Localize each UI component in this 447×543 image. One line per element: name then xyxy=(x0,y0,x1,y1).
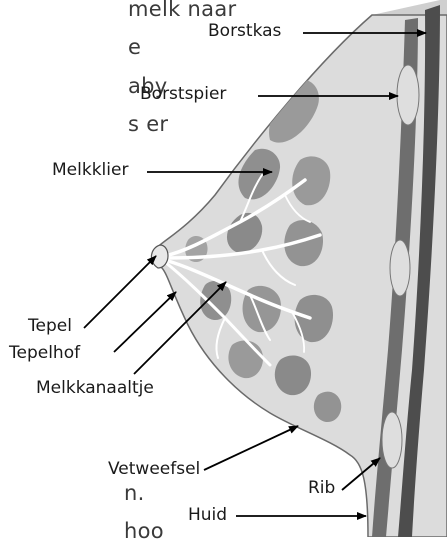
label-tepel: Tepel xyxy=(28,316,72,336)
arrow-tepel xyxy=(84,256,156,328)
label-borstspier: Borstspier xyxy=(140,84,226,104)
rib-3 xyxy=(382,412,402,468)
label-melkklier: Melkklier xyxy=(52,160,128,180)
rib-2 xyxy=(390,240,410,296)
label-melkkanaaltje: Melkkanaaltje xyxy=(36,378,154,398)
arrow-vetweefsel xyxy=(204,426,298,470)
rib-1 xyxy=(397,65,419,125)
label-huid: Huid xyxy=(188,505,227,525)
label-vetweefsel: Vetweefsel xyxy=(108,459,200,479)
label-tepelhof: Tepelhof xyxy=(9,343,80,363)
label-borstkas: Borstkas xyxy=(208,21,281,41)
label-rib: Rib xyxy=(308,478,335,498)
nipple xyxy=(151,245,168,268)
arrow-tepelhof xyxy=(114,292,176,352)
